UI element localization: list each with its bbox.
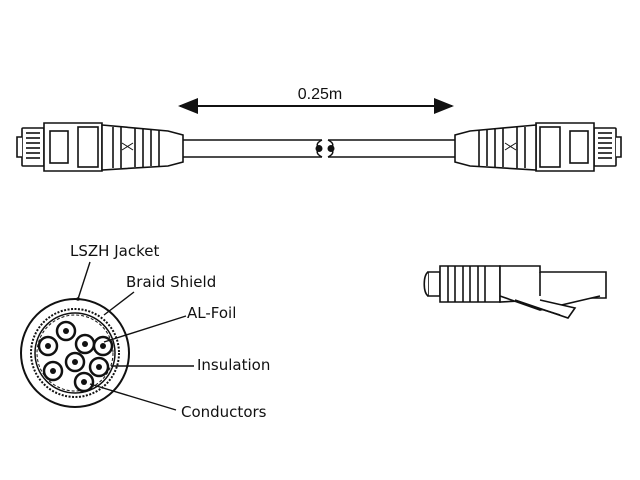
al-foil-label: AL-Foil bbox=[187, 304, 236, 322]
right-connector bbox=[454, 122, 622, 172]
leader-lines bbox=[77, 261, 194, 411]
conductors-label: Conductors bbox=[181, 403, 267, 421]
lszh-jacket-label: LSZH Jacket bbox=[70, 242, 159, 260]
cable-cross-section bbox=[20, 297, 130, 408]
insulation-label: Insulation bbox=[197, 356, 270, 374]
connector-side-view bbox=[423, 265, 607, 319]
cable-left bbox=[183, 139, 323, 158]
braid-shield-label: Braid Shield bbox=[126, 273, 216, 291]
length-label: 0.25m bbox=[298, 86, 342, 103]
left-connector bbox=[16, 122, 184, 172]
cable-right bbox=[327, 139, 455, 158]
